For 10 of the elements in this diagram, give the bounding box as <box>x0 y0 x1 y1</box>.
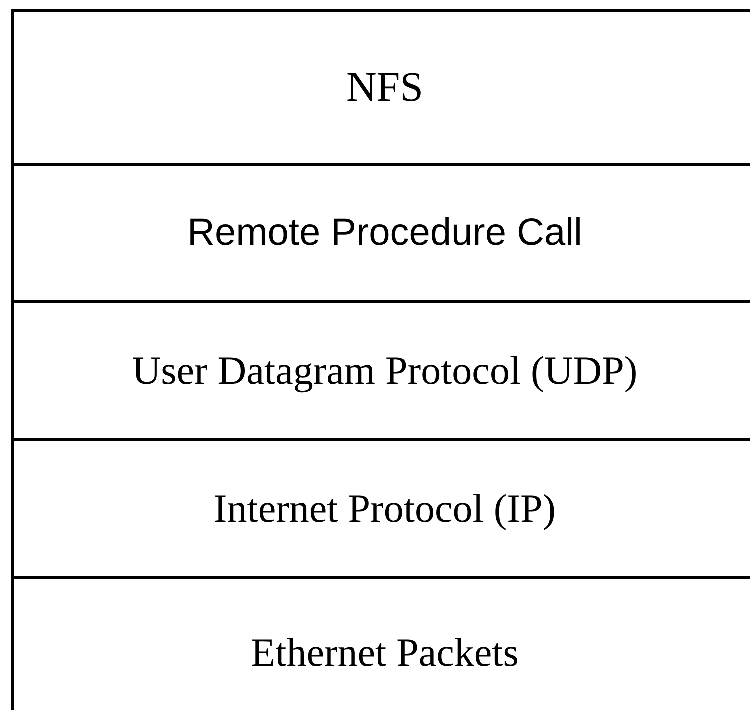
layer-label: Remote Procedure Call <box>188 212 582 254</box>
protocol-layer-band <box>11 9 750 163</box>
layer-label: Ethernet Packets <box>251 629 519 676</box>
protocol-layer-band <box>11 576 750 710</box>
layer-label: NFS <box>346 64 424 112</box>
protocol-layer-band <box>11 300 750 438</box>
protocol-layer-band <box>11 438 750 576</box>
layer-label: User Datagram Protocol (UDP) <box>132 347 638 394</box>
protocol-layer-band <box>11 163 750 300</box>
layer-label: Internet Protocol (IP) <box>214 485 556 532</box>
